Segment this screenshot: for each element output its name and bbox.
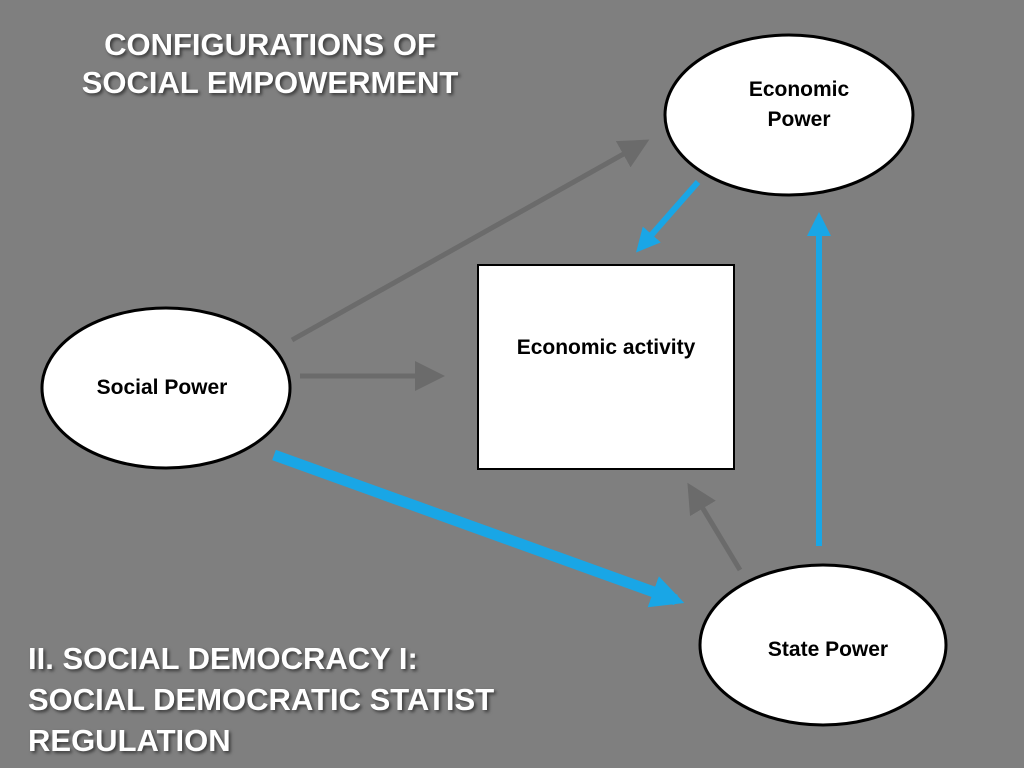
arrow-state-to-economic-activity: [687, 482, 743, 572]
arrow-social-to-economic-power: [290, 139, 650, 343]
economic-power-label: Economic Power: [709, 75, 889, 135]
social-power-node: [40, 306, 292, 470]
economic-power-node: [663, 33, 915, 197]
slide-subtitle-line-3: REGULATION: [28, 723, 231, 758]
slide-title-line-1: CONFIGURATIONS OF: [104, 27, 436, 62]
state-power-label: State Power: [767, 638, 889, 661]
economic-power-label-line-2: Power: [767, 108, 831, 131]
arrow-social-to-state-power: [272, 449, 685, 608]
slide-subtitle: II. SOCIAL DEMOCRACY I: SOCIAL DEMOCRATI…: [28, 638, 494, 761]
slide-title: CONFIGURATIONS OF SOCIAL EMPOWERMENT: [40, 26, 500, 102]
social-power-label: Social Power: [96, 376, 228, 399]
state-power-node: [698, 563, 948, 727]
economic-activity-node: [477, 264, 735, 470]
economic-activity-label: Economic activity: [516, 336, 696, 359]
arrow-economic-power-to-economic-activity: [636, 180, 701, 253]
slide-title-line-2: SOCIAL EMPOWERMENT: [81, 65, 459, 100]
slide-subtitle-line-2: SOCIAL DEMOCRATIC STATIST: [28, 682, 495, 717]
slide-subtitle-line-1: II. SOCIAL DEMOCRACY I:: [28, 641, 418, 676]
economic-power-label-line-1: Economic: [748, 78, 850, 101]
